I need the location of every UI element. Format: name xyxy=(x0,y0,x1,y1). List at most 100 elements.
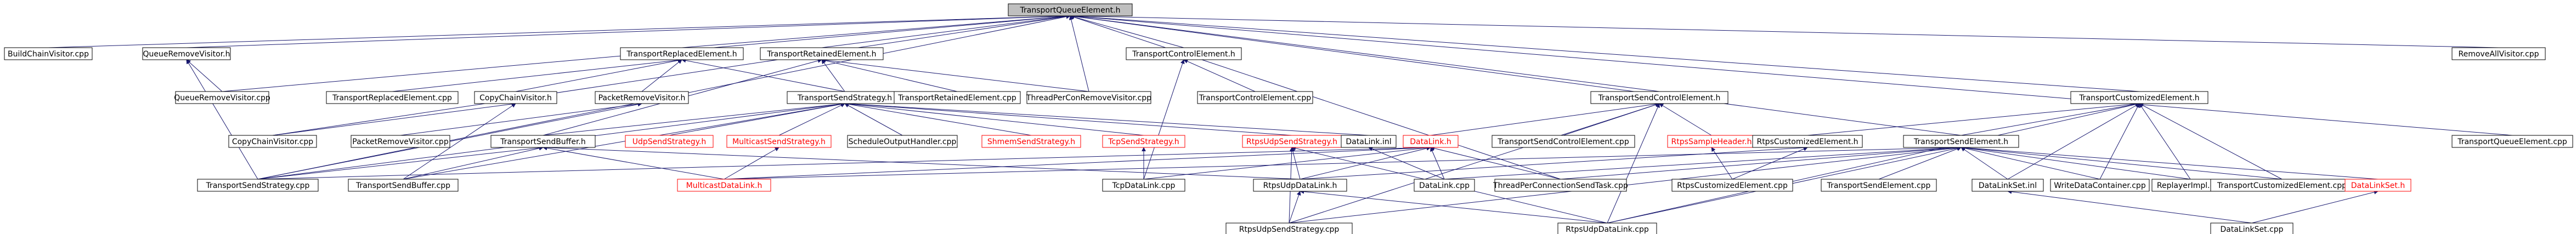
node-transsendstrategy-h[interactable]: TransportSendStrategy.h xyxy=(787,91,903,104)
node-tcpdatalink-cpp[interactable]: TcpDataLink.cpp xyxy=(1102,179,1185,192)
node-transreplaced-h[interactable]: TransportReplacedElement.h xyxy=(620,47,744,60)
node-rtpscustomized-h[interactable]: RtpsCustomizedElement.h xyxy=(1752,135,1863,148)
node-transsendbuffer-h[interactable]: TransportSendBuffer.h xyxy=(490,135,596,148)
edge-rtpscustomized_h-to-transcustomized_h xyxy=(1807,101,2140,136)
edge-multicastdatalink_h-to-datalink_h xyxy=(724,145,1431,180)
node-box xyxy=(595,91,689,104)
node-queueremove-h[interactable]: QueueRemoveVisitor.h xyxy=(142,47,231,60)
edge-multicastsendstrategy_h-to-transsendstrategy_h xyxy=(778,103,845,136)
node-multicastdatalink-h[interactable]: MulticastDataLink.h xyxy=(677,179,771,192)
node-box xyxy=(474,91,557,104)
node-rtpscustomized-cpp[interactable]: RtpsCustomizedElement.cpp xyxy=(1671,179,1793,192)
node-rtpsudpsendstrategy-cpp[interactable]: RtpsUdpSendStrategy.cpp xyxy=(1225,222,1353,234)
edge-multicastdatalink_h-to-multicastsendstrategy_h xyxy=(724,147,779,180)
node-copychain-cpp[interactable]: CopyChainVisitor.cpp xyxy=(228,135,317,148)
node-transretained-h[interactable]: TransportRetainedElement.h xyxy=(760,47,884,60)
edge-transsendbuffer_cpp-to-copychain_h xyxy=(403,103,516,180)
edge-transsendelement_h-to-transcustomized_h xyxy=(1961,102,2140,136)
node-transsendstrategy-cpp[interactable]: TransportSendStrategy.cpp xyxy=(197,179,319,192)
node-label: TransportSendStrategy.cpp xyxy=(206,181,310,190)
edge-scheduleoutput_cpp-to-transsendstrategy_h xyxy=(844,103,903,136)
node-multicastsendstrategy-h[interactable]: MulticastSendStrategy.h xyxy=(726,135,832,148)
node-buildchain[interactable]: BuildChainVisitor.cpp xyxy=(4,47,93,60)
node-datalinkset-cpp[interactable]: DataLinkSet.cpp xyxy=(2210,222,2293,234)
edge-rtpsudpsendstrategy_cpp-to-transsendcontrol_h xyxy=(1289,102,1660,224)
edge-transsendelement_cpp-to-transsendelement_h xyxy=(1878,146,1962,180)
edge-transsendelement_h-to-root xyxy=(1070,14,1962,136)
edge-transcontrol_cpp-to-transcontrol_h xyxy=(1183,59,1256,92)
edge-rtpsudpdatalink_h-to-transsendbuffer_h xyxy=(543,145,1301,180)
node-packetremove-cpp[interactable]: PacketRemoveVisitor.cpp xyxy=(351,135,450,148)
node-datalinkset-inl[interactable]: DataLinkSet.inl xyxy=(1971,179,2044,192)
node-box xyxy=(981,135,1081,148)
node-shmemsendstrategy-h[interactable]: ShmemSendStrategy.h xyxy=(981,135,1081,148)
edge-transretained_cpp-to-transretained_h xyxy=(821,58,958,92)
node-rtpsudpdatalink-h[interactable]: RtpsUdpDataLink.h xyxy=(1253,179,1347,192)
edge-datalink_inl-to-transsendstrategy_h xyxy=(844,101,1369,136)
node-label: RtpsUdpSendStrategy.cpp xyxy=(1239,225,1340,234)
edge-threadpercon_cpp-to-transretained_h xyxy=(821,58,1089,92)
node-transreplaced-cpp[interactable]: TransportReplacedElement.cpp xyxy=(326,91,459,104)
node-datalink-cpp[interactable]: DataLink.cpp xyxy=(1414,179,1475,192)
node-replayerimpl-cpp[interactable]: ReplayerImpl.cpp xyxy=(2151,179,2229,192)
edge-udpsendstrategy_h-to-transsendstrategy_h xyxy=(669,102,845,136)
edge-transsendcontrol_h-to-root xyxy=(1070,14,1660,92)
edge-packetremove_cpp-to-packetremove_h xyxy=(400,101,642,136)
node-label: DataLink.cpp xyxy=(1419,181,1470,190)
node-box xyxy=(348,179,459,192)
node-box xyxy=(677,179,771,192)
edge-transqueueelement_cpp-to-root xyxy=(1070,14,2513,136)
node-label: TransportReplacedElement.h xyxy=(626,50,737,59)
node-label: UdpSendStrategy.h xyxy=(632,138,707,146)
node-queueremove-cpp[interactable]: QueueRemoveVisitor.cpp xyxy=(174,91,270,104)
node-transqueueelement-cpp[interactable]: TransportQueueElement.cpp xyxy=(2451,135,2573,148)
node-writedatacontainer-cpp[interactable]: WriteDataContainer.cpp xyxy=(2050,179,2150,192)
node-label: TransportSendControlElement.h xyxy=(1598,94,1721,102)
node-copychain-h[interactable]: CopyChainVisitor.h xyxy=(474,91,557,104)
node-label: TransportQueueElement.h xyxy=(1020,6,1121,15)
node-datalinkset-h[interactable]: DataLinkSet.h xyxy=(2345,179,2411,192)
edge-transcontrol_h-to-root xyxy=(1070,15,1184,48)
node-transsendelement-cpp[interactable]: TransportSendElement.cpp xyxy=(1821,179,1937,192)
node-threadpercon-cpp[interactable]: ThreadPerConRemoveVisitor.cpp xyxy=(1026,91,1151,104)
node-scheduleoutput-cpp[interactable]: ScheduleOutputHandler.cpp xyxy=(847,135,958,148)
node-box xyxy=(351,135,450,148)
node-label: ThreadPerConnectionSendTask.cpp xyxy=(1493,181,1628,190)
node-label: TransportQueueElement.cpp xyxy=(2457,138,2567,146)
node-box xyxy=(1253,179,1347,192)
node-box xyxy=(894,91,1021,104)
node-label: PacketRemoveVisitor.cpp xyxy=(352,138,449,146)
node-rtpssampleheader-h[interactable]: RtpsSampleHeader.h xyxy=(1667,135,1756,148)
node-transsendelement-h[interactable]: TransportSendElement.h xyxy=(1903,135,2019,148)
node-label: TcpDataLink.cpp xyxy=(1112,181,1176,190)
node-transsendcontrol-cpp[interactable]: TransportSendControlElement.cpp xyxy=(1492,135,1635,148)
node-packetremove-h[interactable]: PacketRemoveVisitor.h xyxy=(595,91,689,104)
node-rtpsudpdatalink-cpp[interactable]: RtpsUdpDataLink.cpp xyxy=(1557,222,1657,234)
node-transsendbuffer-cpp[interactable]: TransportSendBuffer.cpp xyxy=(348,179,459,192)
node-tcpsendstrategy-h[interactable]: TcpSendStrategy.h xyxy=(1102,135,1185,148)
edge-transsendstrategy_cpp-to-transsendbuffer_h xyxy=(257,145,544,180)
node-box xyxy=(197,179,319,192)
edge-threadperconsendtask_cpp-to-root xyxy=(1070,15,1561,180)
node-box xyxy=(1821,179,1937,192)
node-removeall-cpp[interactable]: RemoveAllVisitor.cpp xyxy=(2451,47,2546,60)
node-box xyxy=(326,91,459,104)
node-datalink-h[interactable]: DataLink.h xyxy=(1403,135,1459,148)
node-transcustomized-cpp[interactable]: TransportCustomizedElement.cpp xyxy=(2210,179,2354,192)
node-datalink-inl[interactable]: DataLink.inl xyxy=(1341,135,1397,148)
node-box xyxy=(625,135,714,148)
node-transcontrol-h[interactable]: TransportControlElement.h xyxy=(1126,47,1242,60)
node-udpsendstrategy-h[interactable]: UdpSendStrategy.h xyxy=(625,135,714,148)
node-threadperconsendtask-cpp[interactable]: ThreadPerConnectionSendTask.cpp xyxy=(1493,179,1628,192)
node-transcustomized-h[interactable]: TransportCustomizedElement.h xyxy=(2070,91,2208,104)
node-transcontrol-cpp[interactable]: TransportControlElement.cpp xyxy=(1197,91,1313,104)
node-transretained-cpp[interactable]: TransportRetainedElement.cpp xyxy=(894,91,1021,104)
edge-threadperconsendtask_cpp-to-transsendelement_h xyxy=(1560,145,1962,180)
edge-layer xyxy=(48,14,2513,224)
node-rtpsudpsendstrategy-h[interactable]: RtpsUdpSendStrategy.h xyxy=(1242,135,1342,148)
edge-datalinkset_cpp-to-datalinkset_inl xyxy=(2007,189,2252,224)
node-root[interactable]: TransportQueueElement.h xyxy=(1008,3,1133,16)
node-transsendcontrol-h[interactable]: TransportSendControlElement.h xyxy=(1590,91,1728,104)
node-box xyxy=(1126,47,1242,60)
